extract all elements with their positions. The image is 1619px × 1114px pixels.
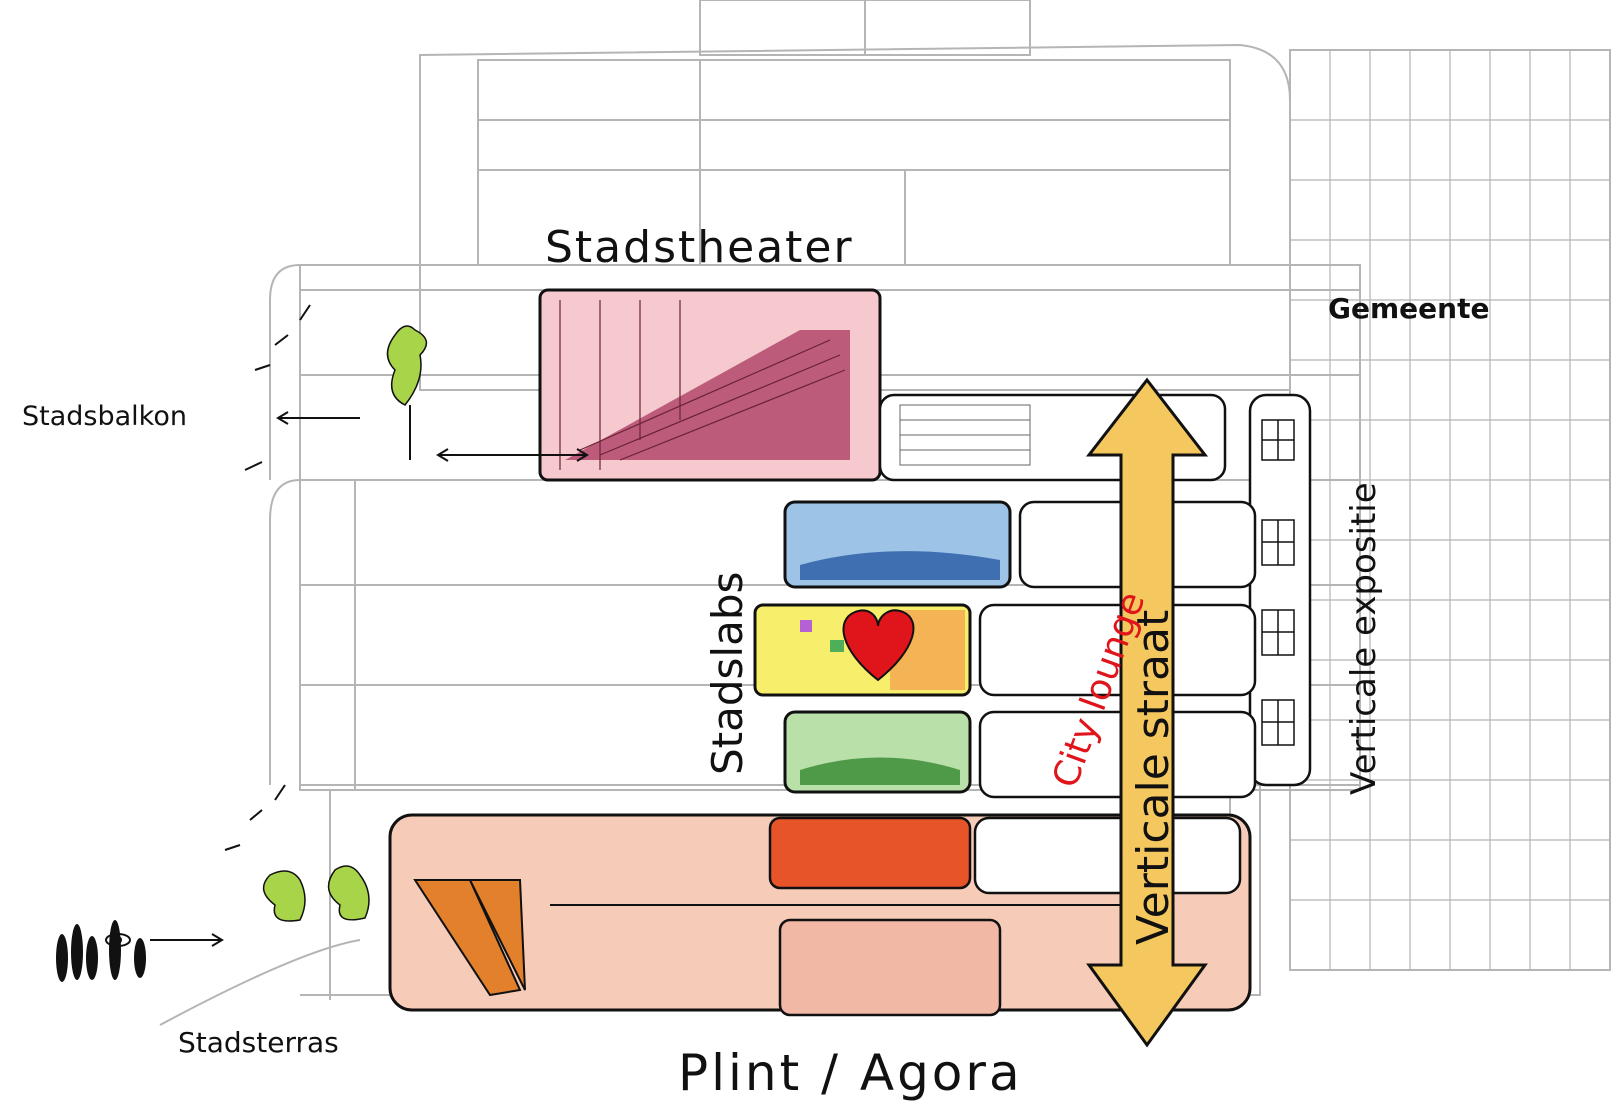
label-stadsbalkon: Stadsbalkon <box>22 401 187 432</box>
label-gemeente: Gemeente <box>1328 292 1489 325</box>
stadslab-yellow <box>753 603 972 697</box>
tree-icon <box>262 325 428 922</box>
stadslab-blue <box>783 500 1012 589</box>
person-icon <box>56 920 146 982</box>
stadstheater-room <box>538 288 882 482</box>
label-verticale-straat: Verticale straat <box>1128 610 1179 945</box>
sound-lines <box>224 304 311 851</box>
arrows <box>150 411 589 947</box>
library-strips <box>978 500 1257 799</box>
label-stadslabs: Stadslabs <box>703 572 752 775</box>
label-plint-agora: Plint / Agora <box>678 1044 1023 1102</box>
heart-icon <box>842 609 915 682</box>
eye-icon <box>105 933 131 947</box>
building-outline <box>159 0 1611 1026</box>
label-verticale-expositie: Verticale expositie <box>1344 482 1384 795</box>
stadslab-green <box>783 710 972 794</box>
label-stadsterras: Stadsterras <box>178 1026 339 1059</box>
label-stadstheater: Stadstheater <box>545 222 854 273</box>
verticale-straat-arrow <box>1085 377 1209 1048</box>
bookshelf-icon <box>899 404 1031 466</box>
